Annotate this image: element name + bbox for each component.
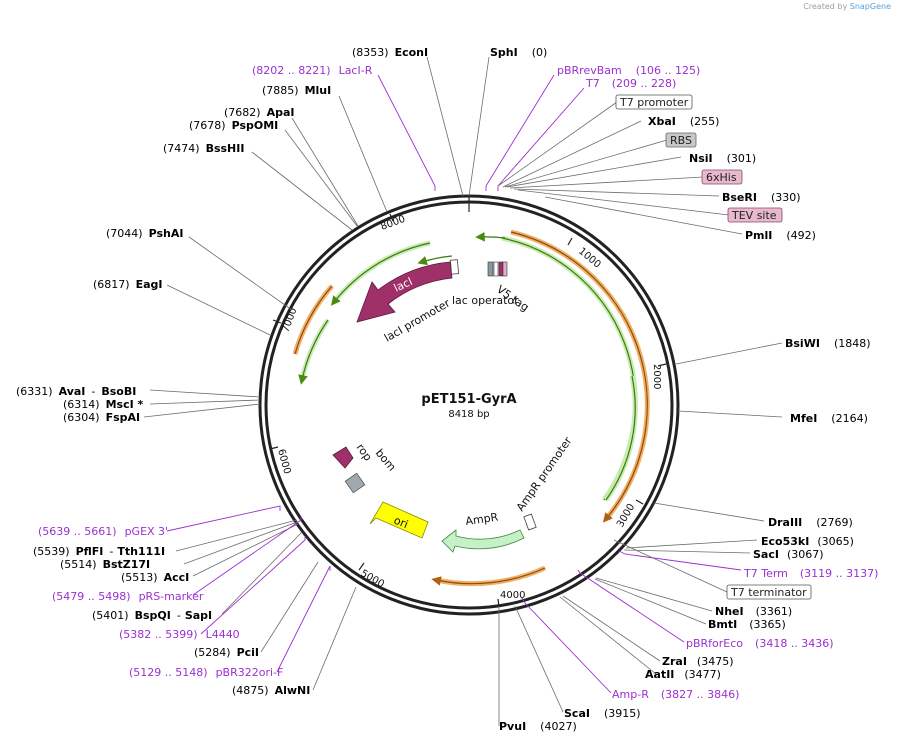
svg-text:RBS: RBS <box>670 134 692 147</box>
orf-orange-bottom <box>435 565 547 587</box>
ori-label: ori <box>392 514 410 531</box>
tick-label-8000: 8000 <box>379 214 407 233</box>
snapgene-logo: SnapGene <box>849 2 891 11</box>
tick-label-5000: 5000 <box>359 568 387 590</box>
svg-text:6xHis: 6xHis <box>706 171 737 184</box>
AmpR-promoter-box <box>523 513 537 531</box>
enzyme-fspai: (6304)FspAI <box>63 411 140 424</box>
enzyme-ava: (6331)AvaI-BsoBI <box>16 385 136 398</box>
enzyme-draiii: DraIII(2769) <box>768 516 853 529</box>
AmpR-feature <box>441 529 525 553</box>
primer-leaders <box>166 74 742 694</box>
tick-2000: 2000 <box>651 363 667 389</box>
enzyme-nhei: NheI(3361) <box>715 605 792 618</box>
orf-green-left-2-line <box>298 319 329 385</box>
enzyme-eco53ki: Eco53kI(3065) <box>761 535 854 548</box>
primer-lacir: (8202 .. 8221)LacI-R <box>252 64 373 77</box>
primer-ampr: Amp-R(3827 .. 3846) <box>612 688 739 701</box>
box-tev: TEV site <box>727 207 783 223</box>
orf-orange-main-line <box>510 231 648 523</box>
enzyme-bstz17i: (5514)BstZ17I <box>60 558 150 571</box>
orf-orange-left-line <box>294 285 333 355</box>
lacI-feature <box>356 261 453 323</box>
svg-text:TEV site: TEV site <box>731 209 777 222</box>
svg-text:T7 promoter: T7 promoter <box>619 96 689 109</box>
primer-pbrforeco: pBRforEco(3418 .. 3436) <box>686 637 834 650</box>
enzyme-bspqi: (5401)BspQI-SapI <box>92 609 212 622</box>
lacI-promoter-label: lacI promoter <box>382 296 453 344</box>
lacI-promoter-box <box>449 259 460 275</box>
orf-green-top <box>501 235 638 502</box>
enzyme-econi: (8353)EconI <box>352 46 428 59</box>
plasmid-size: 8418 bp <box>448 409 489 420</box>
primer-pbrrevbam: pBRrevBam(106 .. 125) <box>557 64 700 77</box>
enzyme-bmti: BmtI(3365) <box>708 618 786 631</box>
enzyme-xbai: XbaI(255) <box>648 115 719 128</box>
tick-label-2000: 2000 <box>651 364 662 389</box>
enzyme-mlui: (7885)MluI <box>262 84 331 97</box>
tick-label-4000: 4000 <box>500 590 525 601</box>
tick-4000: 4000 <box>497 590 525 608</box>
enzyme-nsii: NsiI(301) <box>689 152 756 165</box>
tick-8000: 8000 <box>379 213 407 233</box>
enzyme-bseri: BseRI(330) <box>722 191 801 204</box>
orf-green-arrow-top <box>475 232 506 242</box>
credit: Created by SnapGene <box>803 2 891 11</box>
primer-t7term: T7 Term(3119 .. 3137) <box>743 567 878 580</box>
enzyme-pspomi: (7678)PspOMI <box>189 119 278 132</box>
orf-green-right-line <box>605 375 636 501</box>
AmpR-promoter-label: AmpR promoter <box>514 434 575 513</box>
enzyme-leaders <box>143 56 783 726</box>
box-leaders <box>497 101 730 593</box>
enzyme-aatii: AatII(3477) <box>645 668 721 681</box>
primer-pgex3: (5639 .. 5661)pGEX 3' <box>38 525 168 538</box>
box-t7-terminator: T7 terminator <box>726 584 812 600</box>
orf-orange-bottom-line <box>431 567 546 586</box>
enzyme-pflfi: (5539)PflFI-Tth111I <box>33 545 165 558</box>
bom-feature <box>344 472 366 494</box>
enzyme-bsiwi: BsiWI(1848) <box>785 337 871 350</box>
primer-prsmarker: (5479 .. 5498)pRS-marker <box>52 590 204 603</box>
primer-labels: (8202 .. 8221)LacI-R pBRrevBam(106 .. 12… <box>38 64 878 701</box>
orf-green-left-1-line <box>330 242 431 306</box>
enzyme-msci: (6314)MscI * <box>63 398 144 411</box>
enzyme-labels: (8353)EconI SphI(0) (7885)MluI (7682)Apa… <box>16 46 871 733</box>
enzyme-scai: ScaI(3915) <box>564 707 641 720</box>
bom-label: bom <box>373 447 399 474</box>
enzyme-apai: (7682)ApaI <box>224 106 294 119</box>
enzyme-pshai: (7044)PshAI <box>106 227 183 240</box>
box-6xhis: 6xHis <box>701 169 743 185</box>
enzyme-pvui: PvuI(4027) <box>499 720 577 733</box>
operator-blocks <box>487 261 508 277</box>
AmpR-label: AmpR <box>465 510 500 527</box>
orf-green-small <box>417 255 453 266</box>
primer-pbr322ori: (5129 .. 5148)pBR322ori-F <box>129 666 283 679</box>
enzyme-bsshii: (7474)BssHII <box>163 142 244 155</box>
enzyme-pmli: PmlI(492) <box>745 229 816 242</box>
plasmid-name: pET151-GyrA <box>421 392 516 407</box>
primer-l4440: (5382 .. 5399)L4440 <box>119 628 240 641</box>
orf-green-top-line <box>501 237 636 501</box>
enzyme-acci: (5513)AccI <box>121 571 189 584</box>
rop-label: rop <box>354 441 375 463</box>
enzyme-eagi: (6817)EagI <box>93 278 162 291</box>
lac-operator-label: lac operator <box>452 294 519 307</box>
enzyme-sphi: SphI(0) <box>490 46 547 59</box>
enzyme-pcii: (5284)PciI <box>194 646 259 659</box>
tick-1000: 1000 <box>567 237 603 271</box>
rop-feature <box>332 446 354 469</box>
enzyme-saci: SacI(3067) <box>753 548 824 561</box>
svg-text:T7 terminator: T7 terminator <box>730 586 807 599</box>
enzyme-zrai: ZraI(3475) <box>662 655 734 668</box>
box-rbs: RBS <box>665 132 697 148</box>
primer-t7: T7(209 .. 228) <box>585 77 676 90</box>
enzyme-mfei: MfeI(2164) <box>790 412 868 425</box>
box-t7-promoter: T7 promoter <box>615 94 693 110</box>
ori-feature <box>369 501 429 539</box>
enzyme-alwni: (4875)AlwNI <box>232 684 310 697</box>
